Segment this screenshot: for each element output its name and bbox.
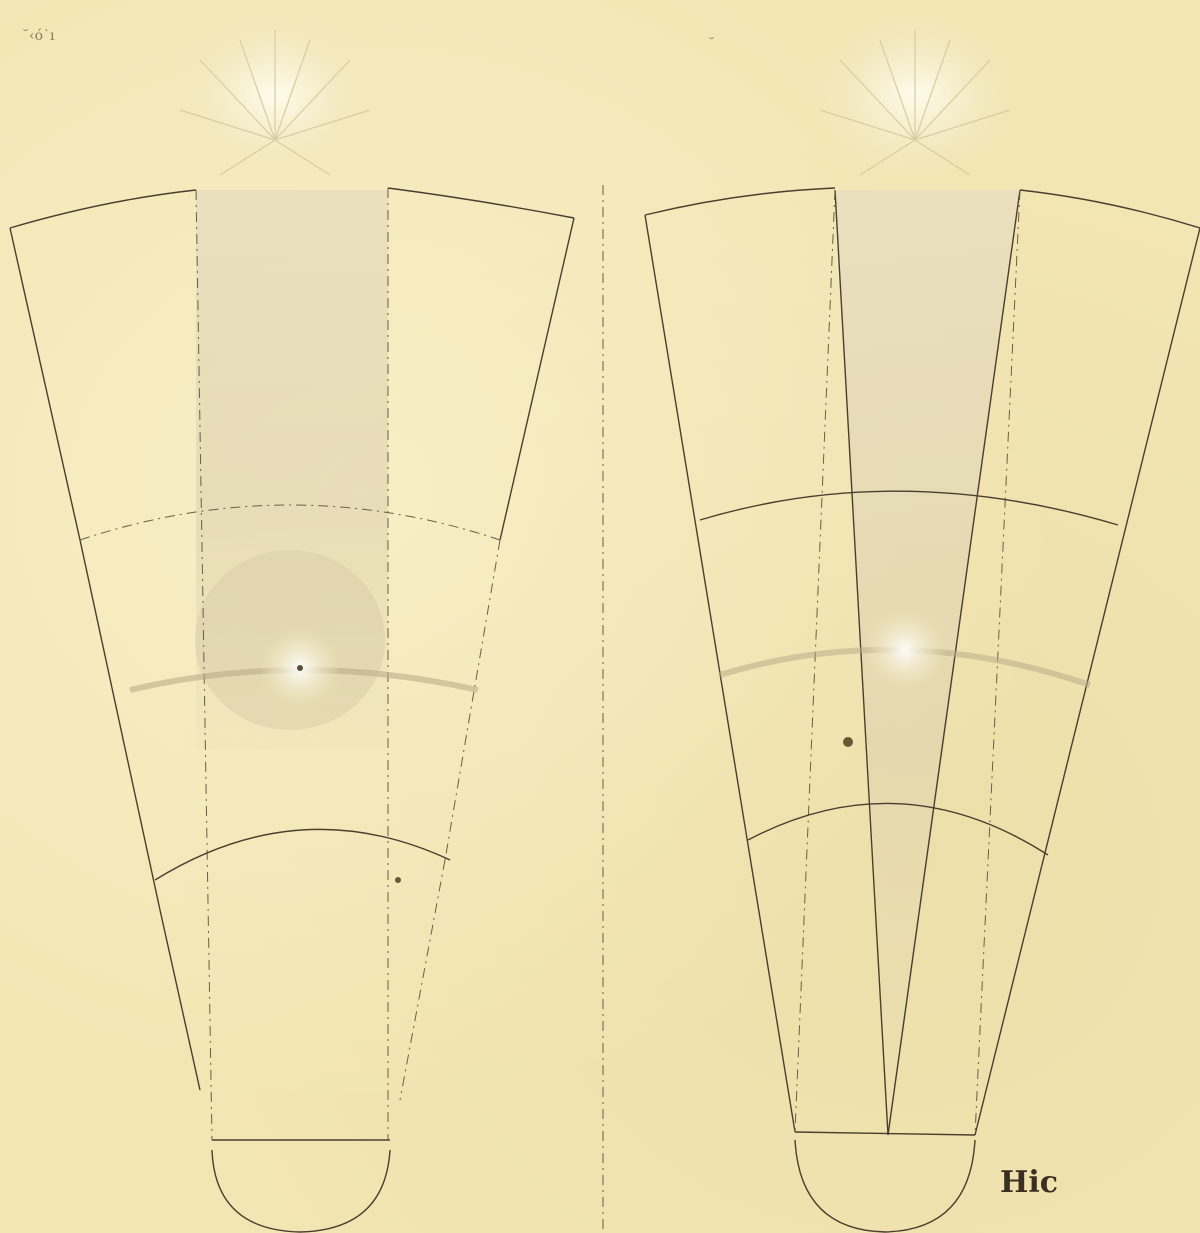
left-sector-left-edge-lower	[80, 540, 160, 910]
left-sector-left-edge	[10, 228, 80, 540]
right-base-curve	[795, 1140, 975, 1232]
left-sector-left-edge-bottom	[160, 910, 200, 1090]
right-base-line	[795, 1132, 975, 1135]
corner-mark-left: ˘‹ó˙ı	[22, 28, 55, 44]
left-sector-right-edge	[500, 218, 574, 540]
right-outer-arc-left	[645, 188, 835, 215]
left-sector-right-edge-lower	[445, 540, 500, 860]
right-inner-left-line	[795, 190, 835, 1132]
plate-caption: Hic	[1000, 1165, 1058, 1200]
left-ink-dot	[395, 877, 401, 883]
left-comet-nucleus	[297, 665, 303, 671]
left-figure	[10, 5, 574, 1232]
left-sector-right-edge-bottom	[400, 860, 445, 1100]
right-outer-arc-right	[1020, 190, 1200, 228]
left-outer-arc-left	[10, 190, 196, 228]
right-comet-head	[863, 608, 947, 692]
left-base-curve	[212, 1150, 390, 1232]
corner-mark-right: ˘	[708, 36, 715, 52]
right-ink-dot	[843, 737, 853, 747]
left-outer-arc-right	[388, 188, 574, 218]
right-figure	[645, 5, 1200, 1232]
left-lower-arc	[155, 829, 450, 880]
